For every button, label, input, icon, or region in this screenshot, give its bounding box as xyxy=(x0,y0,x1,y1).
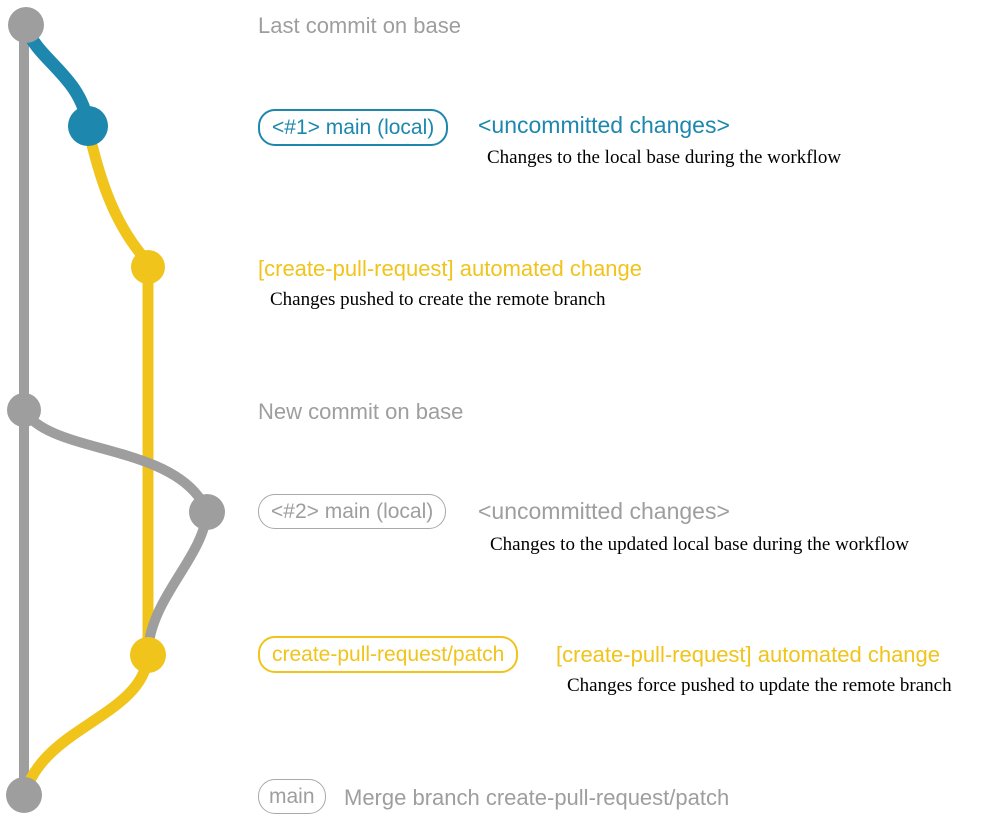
description-local-base-changes-1: Changes to the local base during the wor… xyxy=(487,147,842,168)
label-automated-change-1: [create-pull-request] automated change xyxy=(258,256,643,281)
commit-node-last-commit-on-base xyxy=(8,7,44,43)
commit-node-automated-change-2 xyxy=(130,637,166,673)
branch-badge-main: main xyxy=(258,779,326,814)
label-merge-branch: Merge branch create-pull-request/patch xyxy=(344,785,730,810)
edge-patch-merge-to-base xyxy=(20,651,154,796)
edge-base-to-main-local-2 xyxy=(19,405,212,517)
edge-main-local-2-to-patch xyxy=(143,507,212,655)
commit-node-merge-commit xyxy=(6,777,42,813)
edge-create-patch-branch xyxy=(82,122,152,266)
label-new-commit-on-base: New commit on base xyxy=(258,399,464,424)
label-automated-change-2: [create-pull-request] automated change xyxy=(556,642,941,667)
status-uncommitted-changes-1: <uncommitted changes> xyxy=(478,112,730,138)
commit-node-automated-change-1 xyxy=(131,250,165,284)
branch-badge-main-local-1: <#1> main (local) xyxy=(258,109,449,146)
commit-node-main-local-2 xyxy=(189,494,225,530)
branch-badge-create-pull-request-patch: create-pull-request/patch xyxy=(258,636,519,673)
branch-badge-main-local-2: <#2> main (local) xyxy=(258,494,447,529)
commit-node-main-local-1 xyxy=(68,106,108,146)
commit-graph xyxy=(6,7,225,813)
description-force-pushed-update-branch: Changes force pushed to update the remot… xyxy=(567,675,952,696)
label-last-commit-on-base: Last commit on base xyxy=(258,13,461,38)
description-pushed-to-create-branch: Changes pushed to create the remote bran… xyxy=(270,289,606,310)
description-updated-local-base-changes: Changes to the updated local base during… xyxy=(490,534,909,555)
commit-node-new-commit-on-base xyxy=(7,393,41,427)
status-uncommitted-changes-2: <uncommitted changes> xyxy=(478,498,730,524)
